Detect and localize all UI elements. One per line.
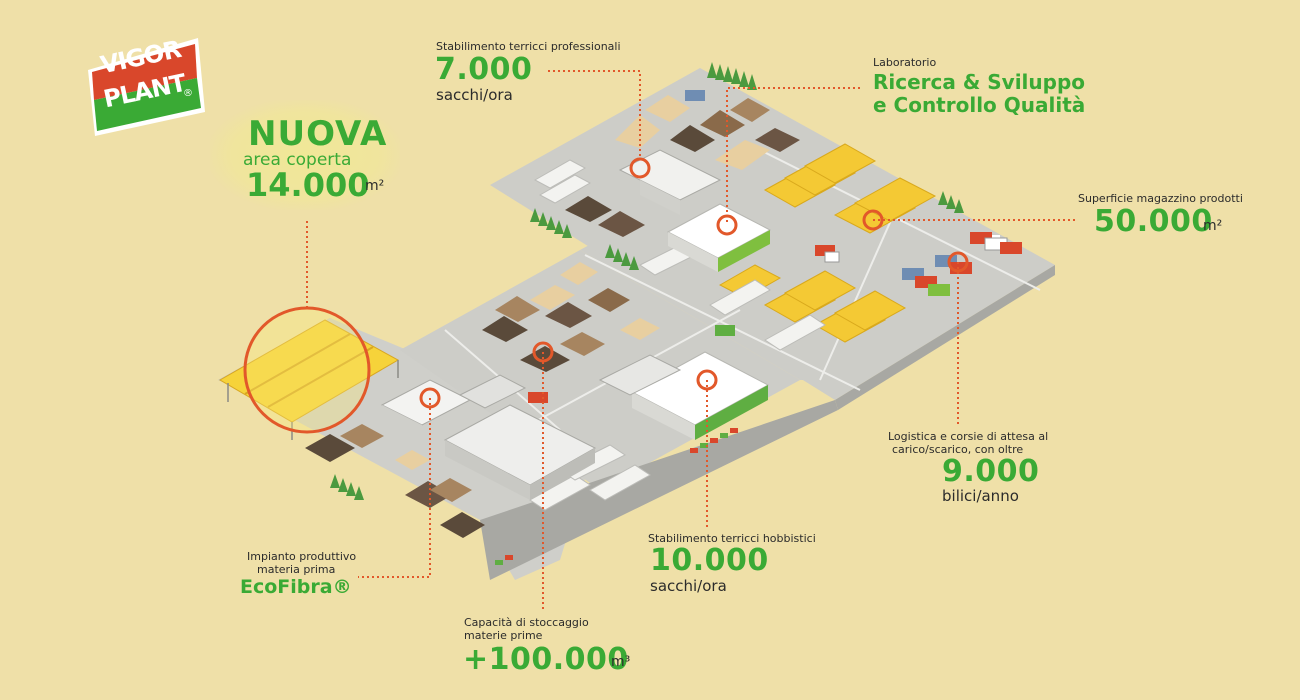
map-marker-icon <box>716 214 738 236</box>
leader-lines <box>306 70 1075 612</box>
truck-icon <box>715 325 735 336</box>
professional-plant-unit: sacchi/ora <box>436 86 513 104</box>
ground-right <box>490 68 1055 400</box>
hobby-plant-value: 10.000 <box>650 543 769 578</box>
warehouse-icon <box>630 351 770 440</box>
parked-cars <box>495 428 738 565</box>
truck-icon <box>528 392 548 403</box>
storage-unit: m³ <box>611 654 631 670</box>
trucks <box>495 90 1022 565</box>
professional-plant-label: Stabilimento terricci professionali <box>436 40 621 53</box>
map-marker-icon <box>947 251 969 273</box>
map-marker-icon <box>696 369 718 391</box>
buildings <box>380 149 772 500</box>
logistics-unit: bilici/anno <box>942 487 1019 505</box>
hobby-plant-label: Stabilimento terricci hobbistici <box>648 532 816 545</box>
laboratory-line2: e Controllo Qualità <box>873 93 1086 117</box>
logistics-value: 9.000 <box>942 454 1040 489</box>
logo <box>88 38 205 136</box>
laboratory-line1: Ricerca & Sviluppo <box>873 70 1086 94</box>
trees <box>330 62 964 500</box>
new-area-subtitle: area coperta <box>243 150 352 170</box>
soil-piles <box>305 98 800 538</box>
warehouse-value: 50.000 <box>1094 204 1213 239</box>
peat-piles <box>395 95 770 470</box>
ground-right-edge <box>835 265 1055 410</box>
storage-line2: materie prime <box>464 629 543 642</box>
new-covered-hangar <box>219 319 400 440</box>
logistics-line1: Logistica e corsie di attesa al <box>888 430 1049 443</box>
markers <box>419 157 969 409</box>
storage-line1: Capacità di stoccaggio <box>464 616 589 629</box>
map-marker-icon <box>419 387 441 409</box>
new-area-highlight <box>243 306 371 434</box>
ground-left-edge <box>480 400 838 580</box>
map-marker-icon <box>629 157 651 179</box>
warehouse-racks <box>718 143 937 343</box>
tree-icon <box>330 474 364 500</box>
new-area-unit: m² <box>365 178 385 194</box>
logistics-line2: carico/scarico, con oltre <box>892 443 1024 456</box>
logo-mark: ® <box>183 88 193 99</box>
ecofibra-name: EcoFibra® <box>240 576 352 598</box>
laboratory-label: Laboratorio <box>873 56 937 69</box>
truck-icon <box>685 90 705 101</box>
map-marker-icon <box>532 341 554 363</box>
warehouse-label: Superficie magazzino prodotti <box>1078 192 1243 205</box>
hangar-icon <box>443 404 597 500</box>
map-marker-icon <box>862 209 884 231</box>
tree-icon <box>530 208 572 238</box>
hobby-plant-unit: sacchi/ora <box>650 577 727 595</box>
tree-icon <box>938 191 964 213</box>
truck-icon <box>815 245 840 263</box>
warehouse-unit: m² <box>1203 218 1223 234</box>
tree-icon <box>707 62 757 90</box>
new-area-title: NUOVA <box>248 114 388 154</box>
tree-icon <box>605 244 639 270</box>
hangar-icon <box>618 149 722 215</box>
ecofibra-line1: Impianto produttivo <box>247 550 357 563</box>
truck-icon <box>902 268 950 296</box>
new-area-value: 14.000 <box>246 166 370 204</box>
professional-plant-value: 7.000 <box>435 52 533 87</box>
truck-icon <box>970 232 1022 254</box>
new-area-glow <box>210 100 400 210</box>
ecofibra-line2: materia prima <box>257 563 336 576</box>
storage-value: +100.000 <box>463 642 629 677</box>
